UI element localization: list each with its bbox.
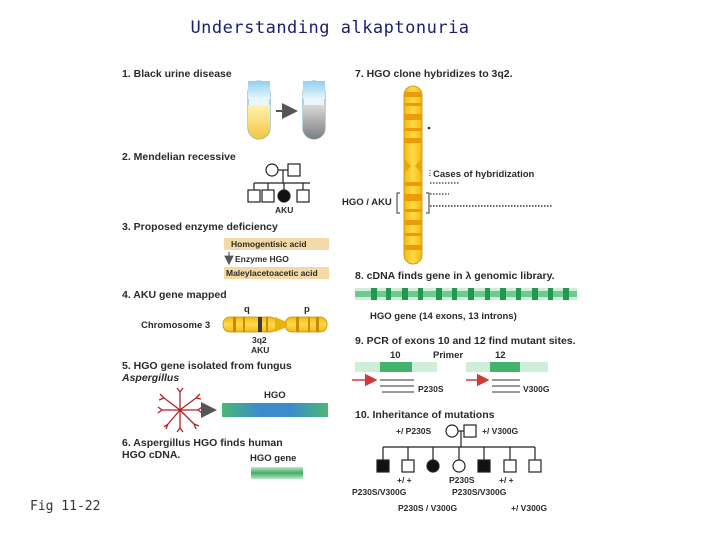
band-aku-label: AKU — [251, 345, 269, 355]
step-3-label: 3. Proposed enzyme deficiency — [122, 221, 278, 233]
chromosome-3-label: Chromosome 3 — [141, 320, 210, 331]
step-2-label: 2. Mendelian recessive — [122, 151, 236, 163]
bracket-icon — [426, 192, 430, 214]
parent-right-genotype: +/ V300G — [482, 426, 519, 436]
hgo-bar — [222, 403, 328, 417]
arm-p-label: p — [304, 304, 310, 315]
step-5-organism: Aspergillus — [121, 372, 179, 384]
parent-left-genotype: +/ P230S — [396, 426, 432, 436]
bottom-genotype-right: +/ V300G — [511, 503, 548, 513]
cases-label: Cases of hybridization — [433, 169, 535, 180]
maleyl-label: Maleylacetoacetic acid — [226, 268, 318, 278]
inheritance-pedigree — [376, 424, 542, 473]
homogentisic-box — [224, 238, 329, 250]
urine-tube-normal — [247, 80, 271, 140]
urine-tube-black — [302, 80, 326, 140]
step-6-line2: HGO cDNA. — [122, 449, 180, 461]
step-9-label: 9. PCR of exons 10 and 12 find mutant si… — [355, 335, 576, 347]
hgo-aku-label: HGO / AKU — [342, 197, 392, 208]
chromosome-3-horizontal — [222, 316, 328, 333]
hybridization-dot — [427, 126, 431, 130]
genotype-left: P230S/V300G — [352, 487, 407, 497]
step-7-label: 7. HGO clone hybridizes to 3q2. — [355, 68, 513, 80]
exon-10-label: 10 — [390, 350, 401, 361]
pcr-exon-12 — [466, 362, 548, 393]
slide-title: Understanding alkaptonuria — [190, 18, 470, 38]
bottom-genotype-left: P230S / V300G — [398, 503, 457, 513]
step-8-label: 8. cDNA finds gene in λ genomic library. — [355, 270, 555, 282]
hgo-gene-label: HGO gene — [250, 453, 296, 464]
figure-number: Fig 11-22 — [30, 499, 101, 514]
step-6-label: 6. Aspergillus HGO finds human — [122, 437, 283, 449]
hgo-gene-bar — [251, 467, 303, 479]
v300g-mutation-label: V300G — [523, 384, 550, 394]
primer-label: Primer — [433, 350, 463, 361]
exon-12-label: 12 — [495, 350, 506, 361]
step-4-label: 4. AKU gene mapped — [122, 289, 227, 301]
pedigree-small — [247, 163, 310, 203]
pcr-exon-10 — [352, 362, 437, 393]
lambda-genomic-clone — [355, 288, 577, 300]
hgo-gene-exons-label: HGO gene (14 exons, 13 introns) — [370, 311, 517, 322]
aku-label: AKU — [275, 205, 293, 215]
child-genotype-p230s: P230S — [449, 475, 475, 485]
bracket-icon — [396, 192, 400, 214]
child-genotype-plus-1: +/ + — [397, 475, 412, 485]
step-5-label: 5. HGO gene isolated from fungus — [122, 360, 292, 372]
homogentisic-label: Homogentisic acid — [231, 239, 307, 249]
p230s-mutation-label: P230S — [418, 384, 444, 394]
genotype-right: P230S/V300G — [452, 487, 507, 497]
aspergillus-fungus-icon — [157, 387, 203, 433]
chromosome-3-vertical — [403, 85, 423, 265]
maleyl-box — [224, 267, 329, 279]
arm-q-label: q — [244, 304, 250, 315]
step-1-label: 1. Black urine disease — [122, 68, 232, 80]
child-genotype-plus-2: +/ + — [499, 475, 514, 485]
step-10-label: 10. Inheritance of mutations — [355, 409, 495, 421]
enzyme-label: Enzyme HGO — [235, 254, 289, 264]
band-3q2-label: 3q2 — [252, 335, 267, 345]
hgo-bar-label: HGO — [264, 390, 286, 401]
